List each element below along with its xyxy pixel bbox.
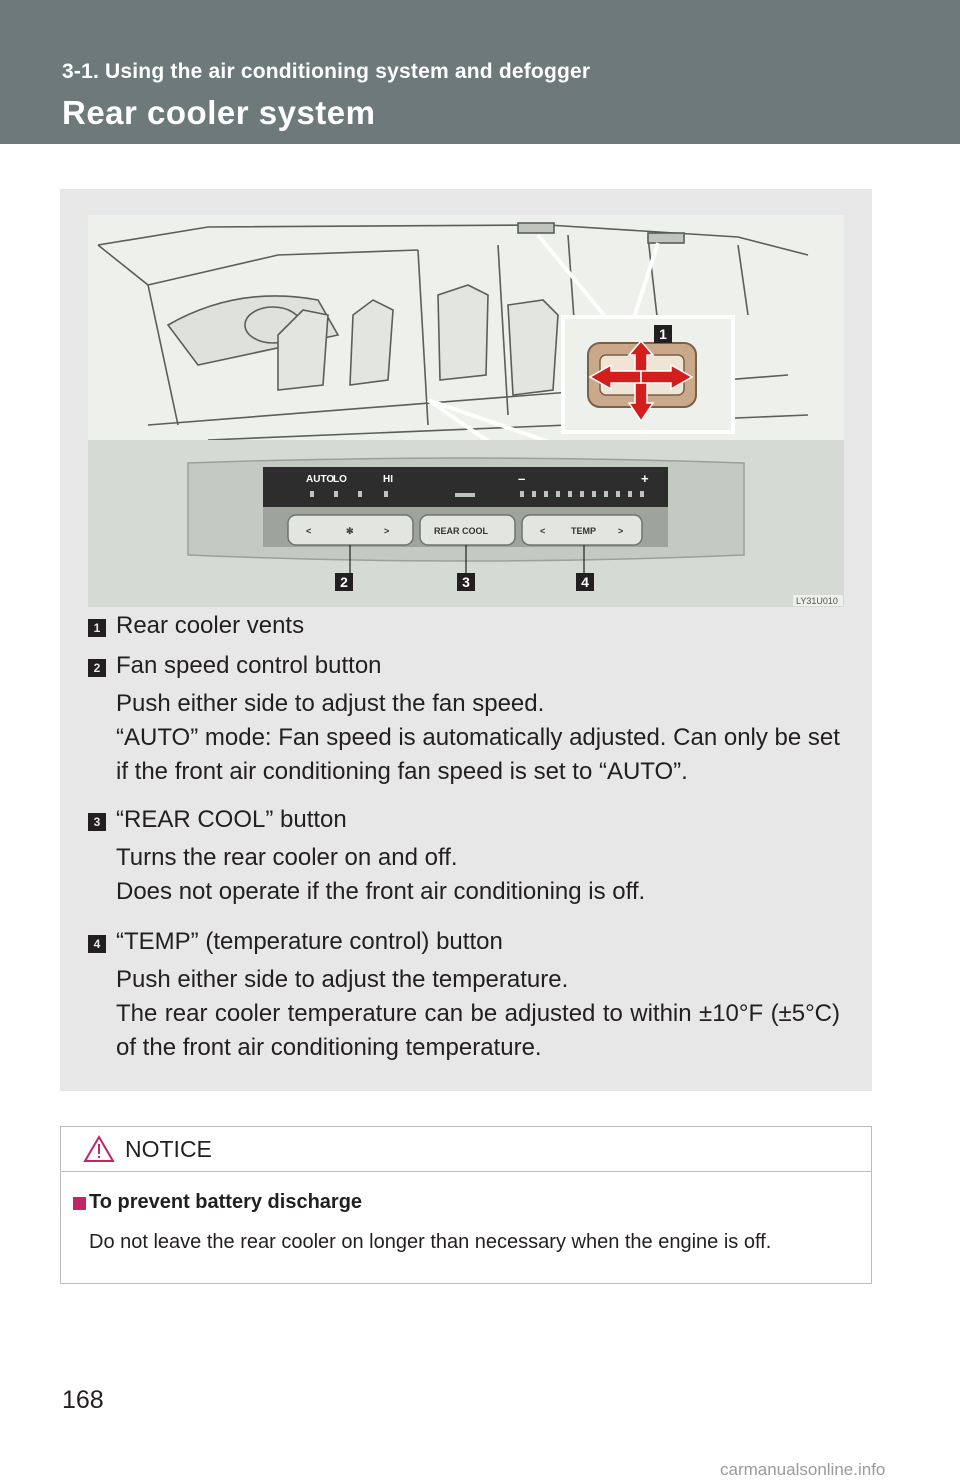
notice-label: NOTICE [125, 1136, 212, 1162]
item-desc: “AUTO” mode: Fan speed is automatically … [116, 724, 840, 785]
item-title: Fan speed control button [116, 652, 382, 679]
panel-minus-label: – [518, 471, 525, 486]
callout-1: 1 [659, 326, 667, 342]
panel-auto-label: AUTO [306, 474, 334, 485]
watermark: carmanualsonline.info [720, 1460, 886, 1479]
svg-text:>: > [618, 526, 623, 536]
bullet-square-icon [73, 1197, 86, 1210]
item-marker: 3 [88, 813, 106, 831]
item-title: “REAR COOL” button [116, 806, 347, 833]
callout-3: 3 [462, 574, 470, 590]
section-title: 3-1. Using the air conditioning system a… [62, 60, 591, 83]
item-title: Rear cooler vents [116, 612, 305, 639]
page-title: Rear cooler system [62, 94, 376, 131]
panel-temp-label: TEMP [571, 526, 596, 536]
svg-text:<: < [306, 526, 311, 536]
item-desc: Does not operate if the front air condit… [116, 878, 646, 905]
item-marker: 1 [88, 619, 106, 637]
panel-plus-label: + [641, 471, 649, 486]
panel-rear-cool-label: REAR COOL [434, 526, 489, 536]
notice-box: NOTICE To prevent battery discharge Do n… [60, 1126, 872, 1284]
item-marker: 2 [88, 659, 106, 677]
content-box: AUTO LO HI – + < ✻ > REAR [60, 189, 872, 1091]
notice-subtitle: To prevent battery discharge [89, 1191, 363, 1213]
item-marker: 4 [88, 935, 106, 953]
figure-code: LY31U010 [796, 596, 838, 606]
notice-body: Do not leave the rear cooler on longer t… [89, 1231, 772, 1253]
svg-text:✻: ✻ [346, 526, 354, 536]
callout-2: 2 [340, 574, 348, 590]
item-desc: Turns the rear cooler on and off. [116, 844, 458, 871]
page-number: 168 [62, 1386, 104, 1414]
svg-text:<: < [540, 526, 545, 536]
panel-lo-label: LO [333, 474, 347, 485]
item-title: “TEMP” (temperature control) button [116, 928, 503, 955]
notice-header: NOTICE [61, 1127, 871, 1172]
item-desc: Push either side to adjust the temperatu… [116, 966, 569, 993]
item-desc: The rear cooler temperature can be adjus… [116, 1000, 840, 1061]
page-header: 3-1. Using the air conditioning system a… [0, 0, 960, 144]
svg-text:>: > [384, 526, 389, 536]
callout-4: 4 [581, 574, 589, 590]
rear-cooler-illustration: AUTO LO HI – + < ✻ > REAR [88, 215, 844, 607]
warning-triangle-icon [83, 1135, 115, 1162]
panel-hi-label: HI [383, 474, 393, 485]
item-desc: Push either side to adjust the fan speed… [116, 690, 545, 717]
